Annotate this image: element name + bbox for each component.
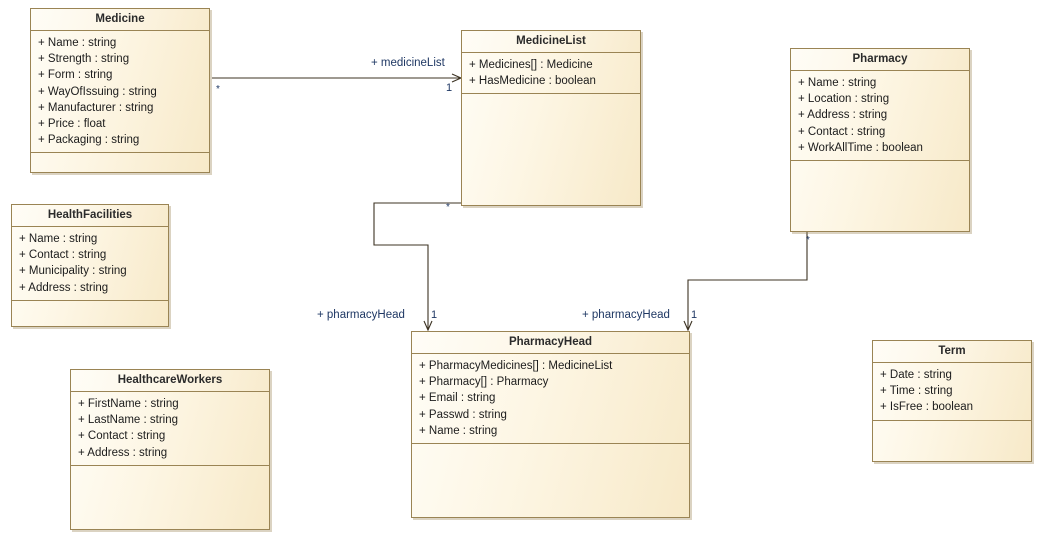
attribute-row: + Passwd : string [419,408,507,421]
attribute-row: + Address : string [19,281,109,294]
attribute-row: + Contact : string [798,125,886,138]
class-attributes-pharmacy: + Name : string + Location : string + Ad… [791,71,969,162]
attribute-row: + Name : string [798,77,877,89]
class-box-medicine[interactable]: Medicine + Name : string + Strength : st… [30,8,210,173]
class-title-pharmacy: Pharmacy [791,49,969,71]
class-operations-healthcareworkers [71,466,269,529]
attribute-row: + Location : string [798,93,890,106]
attribute-row: + Municipality : string [19,265,127,278]
class-title-pharmacyhead: PharmacyHead [412,332,689,354]
association-label-pharmacyhead-left: + pharmacyHead [317,309,405,321]
class-attributes-pharmacyhead: + PharmacyMedicines[] : MedicineList + P… [412,354,689,445]
attribute-row: + WorkAllTime : boolean [798,141,923,154]
class-operations-pharmacy [791,161,969,231]
class-operations-healthfacilities [12,301,168,326]
multiplicity-pharmacyhead-left-target: 1 [431,309,438,321]
attribute-row: + Contact : string [19,249,107,262]
association-label-medicinelist: + medicineList [371,57,445,69]
class-title-healthfacilities: HealthFacilities [12,205,168,227]
attribute-row: + Date : string [880,369,952,381]
class-attributes-medicinelist: + Medicines[] : Medicine + HasMedicine :… [462,53,640,95]
class-attributes-healthcareworkers: + FirstName : string + LastName : string… [71,392,269,466]
class-operations-medicine [31,153,209,172]
class-box-pharmacy[interactable]: Pharmacy + Name : string + Location : st… [790,48,970,232]
attribute-row: + Name : string [38,37,117,49]
class-title-medicine: Medicine [31,9,209,31]
class-box-healthfacilities[interactable]: HealthFacilities + Name : string + Conta… [11,204,169,327]
attribute-row: + Contact : string [78,430,166,443]
class-title-healthcareworkers: HealthcareWorkers [71,370,269,392]
class-attributes-medicine: + Name : string + Strength : string + Fo… [31,31,209,154]
attribute-row: + FirstName : string [78,398,179,410]
class-title-term: Term [873,341,1031,363]
class-box-pharmacyhead[interactable]: PharmacyHead + PharmacyMedicines[] : Med… [411,331,690,518]
attribute-row: + Name : string [19,233,98,245]
attribute-row: + Email : string [419,392,496,405]
attribute-row: + Pharmacy[] : Pharmacy [419,376,549,389]
attribute-row: + Address : string [798,109,888,122]
class-attributes-term: + Date : string + Time : string + IsFree… [873,363,1031,421]
multiplicity-pharmacyhead-right-target: 1 [691,309,698,321]
attribute-row: + Address : string [78,446,168,459]
class-title-medicinelist: MedicineList [462,31,640,53]
class-operations-pharmacyhead [412,444,689,517]
attribute-row: + Strength : string [38,53,130,66]
attribute-row: + IsFree : boolean [880,401,974,414]
attribute-row: + Medicines[] : Medicine [469,59,593,71]
class-box-term[interactable]: Term + Date : string + Time : string + I… [872,340,1032,462]
class-box-medicinelist[interactable]: MedicineList + Medicines[] : Medicine + … [461,30,641,206]
multiplicity-medicinelist-target: 1 [446,82,453,94]
attribute-row: + Packaging : string [38,134,140,147]
attribute-row: + Form : string [38,69,113,82]
attribute-row: + WayOfIssuing : string [38,85,157,98]
attribute-row: + Manufacturer : string [38,101,154,114]
multiplicity-medicine-source: * [216,84,220,95]
class-operations-term [873,421,1031,461]
attribute-row: + PharmacyMedicines[] : MedicineList [419,360,613,372]
attribute-row: + Time : string [880,385,953,398]
attribute-row: + Name : string [419,424,498,437]
multiplicity-pharmacy-source: * [806,235,810,246]
attribute-row: + LastName : string [78,414,179,427]
association-pharmacy-pharmacyhead[interactable] [683,232,808,332]
multiplicity-medicinelist-source: * [446,202,450,213]
association-label-pharmacyhead-right: + pharmacyHead [582,309,670,321]
attribute-row: + HasMedicine : boolean [469,75,596,88]
class-box-healthcareworkers[interactable]: HealthcareWorkers + FirstName : string +… [70,369,270,530]
class-attributes-healthfacilities: + Name : string + Contact : string + Mun… [12,227,168,301]
attribute-row: + Price : float [38,118,106,131]
class-operations-medicinelist [462,94,640,205]
